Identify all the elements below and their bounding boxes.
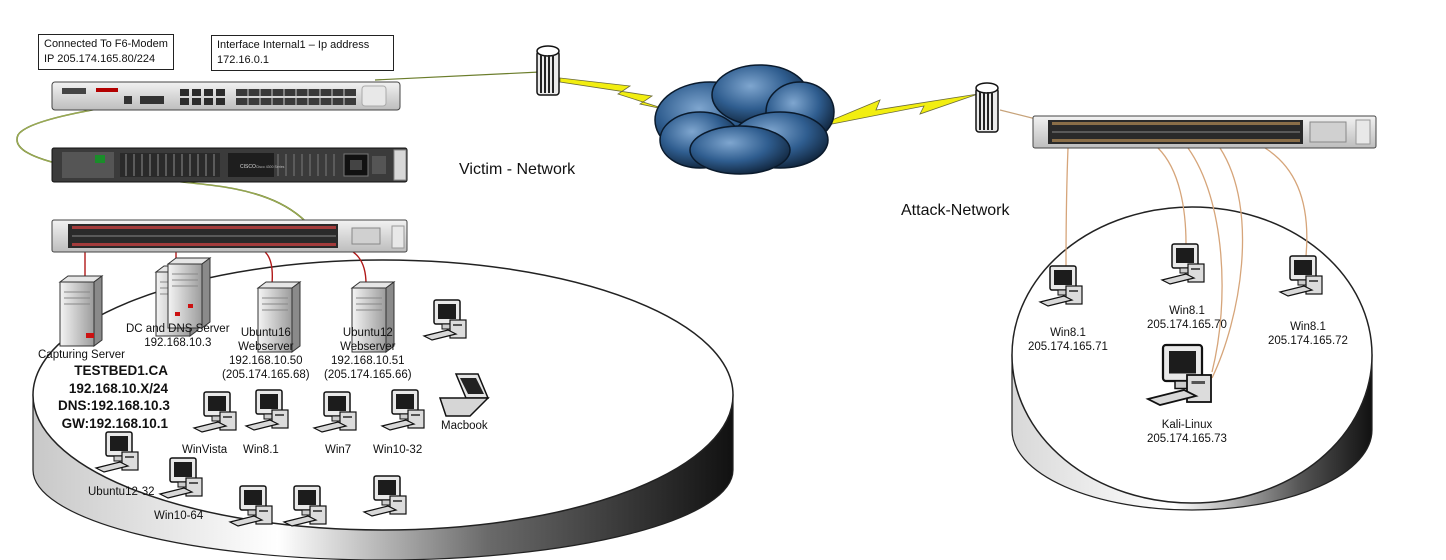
ubuntu12-role: Webserver [340,341,396,353]
macbook-label: Macbook [441,420,488,432]
attacker-pc2-label: Win8.1 205.174.165.70 [1147,304,1227,332]
ubuntu12-label: Ubuntu12 Webserver 192.168.10.51 (205.17… [324,326,412,382]
macbook-laptop-icon [438,373,490,417]
dc-dns-server-icon [155,257,211,337]
dc-dns-name: DC and DNS Server [126,323,230,335]
attacker-pc2-ip: 205.174.165.70 [1147,319,1227,331]
router-model-mark: Cisco 4300 Series [256,165,285,169]
win81-label: Win8.1 [243,444,279,456]
kali-linux-name: Kali-Linux [1161,419,1213,431]
ubuntu16-role: Webserver [238,341,294,353]
dc-dns-ip: 192.168.10.3 [144,337,212,349]
dc-dns-label: DC and DNS Server 192.168.10.3 [126,322,230,350]
attacker-pc2-name: Win8.1 [1169,305,1205,317]
testbed-info: TESTBED1.CA 192.168.10.X/24 DNS:192.168.… [58,362,170,432]
wan-link-right [831,93,979,125]
interface-callout-line1: Interface Internal1 – Ip address [217,39,370,51]
ubuntu16-public-ip: (205.174.165.68) [222,369,310,381]
ubuntu16-ip: 192.168.10.50 [229,355,303,367]
ubuntu12-ip: 192.168.10.51 [331,355,405,367]
modem-callout-line1: Connected To F6-Modem [44,38,168,50]
firewall-device [51,81,401,111]
testbed-name: TESTBED1.CA [74,363,168,378]
testbed-subnet: 192.168.10.X/24 [68,380,168,396]
capturing-server-label: Capturing Server [38,349,125,361]
interface-callout: Interface Internal1 – Ip address 172.16.… [211,35,395,71]
testbed-gateway: GW:192.168.10.1 [61,415,168,431]
victim-network-label: Victim - Network [459,161,576,178]
modem-router-right [975,82,999,133]
modem-callout-line2: IP 205.174.165.80/224 [44,53,156,65]
victim-switch [51,219,408,253]
capturing-server-icon [59,275,103,347]
win10-32-label: Win10-32 [373,444,423,456]
attacker-pc1-ip: 205.174.165.71 [1028,341,1108,353]
router-device: CISCO Cisco 4300 Series [51,147,408,183]
kali-linux-label: Kali-Linux 205.174.165.73 [1147,418,1227,446]
ubuntu12-name: Ubuntu12 [342,327,393,339]
ubuntu16-label: Ubuntu16 Webserver 192.168.10.50 (205.17… [222,326,310,382]
attack-switch [1032,115,1377,149]
win7-label: Win7 [325,444,352,456]
testbed-dns: DNS:192.168.10.3 [58,398,170,413]
attacker-pc3-ip: 205.174.165.72 [1268,335,1348,347]
kali-linux-ip: 205.174.165.73 [1147,433,1227,445]
attacker-pc3-label: Win8.1 205.174.165.72 [1268,320,1348,348]
ubuntu12-32-label: Ubuntu12-32 [88,486,155,498]
winvista-label: WinVista [182,444,228,456]
wan-link-left [559,77,669,111]
modem-router-left [536,45,560,96]
interface-callout-line2: 172.16.0.1 [217,54,269,66]
modem-callout: Connected To F6-Modem IP 205.174.165.80/… [38,34,174,70]
ubuntu16-name: Ubuntu16 [240,327,291,339]
router-brand-mark: CISCO [240,164,256,170]
ubuntu12-public-ip: (205.174.165.66) [324,369,412,381]
attacker-pc1-name: Win8.1 [1050,327,1086,339]
win10-64-label: Win10-64 [154,510,204,522]
internet-cloud [654,64,835,175]
attack-network-label: Attack-Network [901,202,1010,219]
attacker-pc1-label: Win8.1 205.174.165.71 [1028,326,1108,354]
attacker-pc3-name: Win8.1 [1290,321,1326,333]
